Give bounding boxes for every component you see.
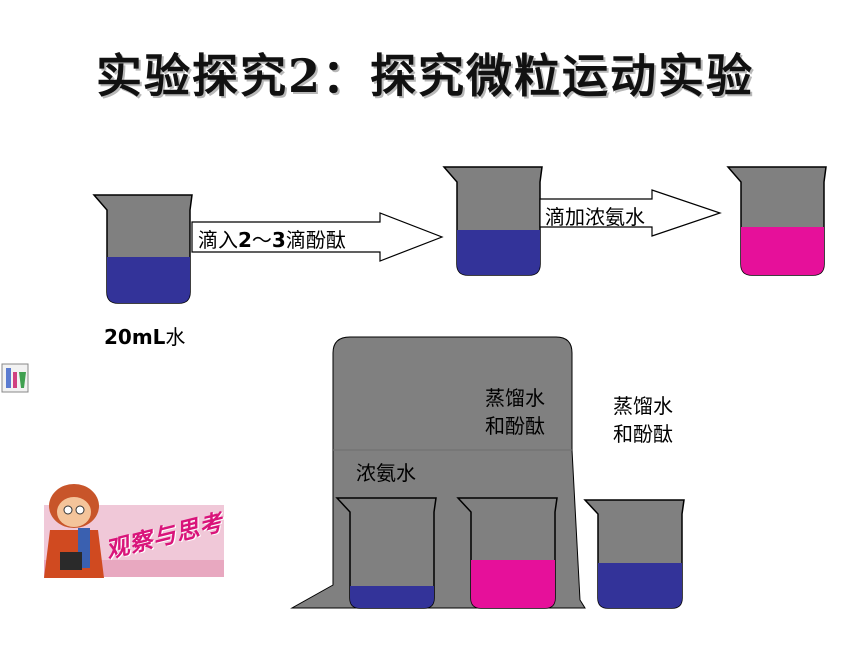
beaker-ammonia [335,497,437,609]
beaker-phenolphthalein [442,166,543,276]
beaker-ammonia-liquid [350,586,434,608]
inner-water-label-line1: 蒸馏水 [485,386,545,410]
beaker-inside-pink [456,497,558,609]
inner-water-label-line2: 和酚酞 [485,414,545,438]
beaker-pink-liquid [741,227,824,275]
arrow1-text-post: 滴酚酞 [285,228,346,252]
beaker-pink [726,166,827,276]
slide-title: 实验探究2：探究微粒运动实验 [96,49,755,103]
caption-volume: 20mL [104,325,166,349]
beaker-water-caption: 20mL水 [104,321,185,350]
beaker-water [92,194,193,304]
beaker-outside-liquid [598,563,682,608]
caption-water: 水 [165,325,186,349]
ammonia-label: 浓氨水 [356,461,416,485]
outside-water-label: 蒸馏水 和酚酞 [598,392,688,448]
beaker-inside-pink-liquid [471,560,555,608]
beaker-phenolphthalein-liquid [457,230,540,275]
arrow1-text-num2: 3 [271,228,286,252]
lab-icon [1,363,29,393]
arrow-add-phenolphthalein-label: 滴入2～3滴酚酞 [198,224,346,253]
arrow-add-phenolphthalein [191,212,444,262]
arrow1-text-num1: 2 [238,228,252,252]
observe-think-sticker [44,484,224,578]
outside-water-label-line1: 蒸馏水 [613,394,673,418]
beaker-water-liquid [107,257,190,303]
arrow1-text-mid: ～ [251,228,272,252]
arrow-add-ammonia [539,189,722,237]
arrow-add-ammonia-label: 滴加浓氨水 [545,205,645,229]
outside-water-label-line2: 和酚酞 [613,422,673,446]
arrow1-text-pre: 滴入 [198,228,238,252]
inner-water-label: 蒸馏水 和酚酞 [470,384,560,440]
beaker-outside [583,499,685,609]
